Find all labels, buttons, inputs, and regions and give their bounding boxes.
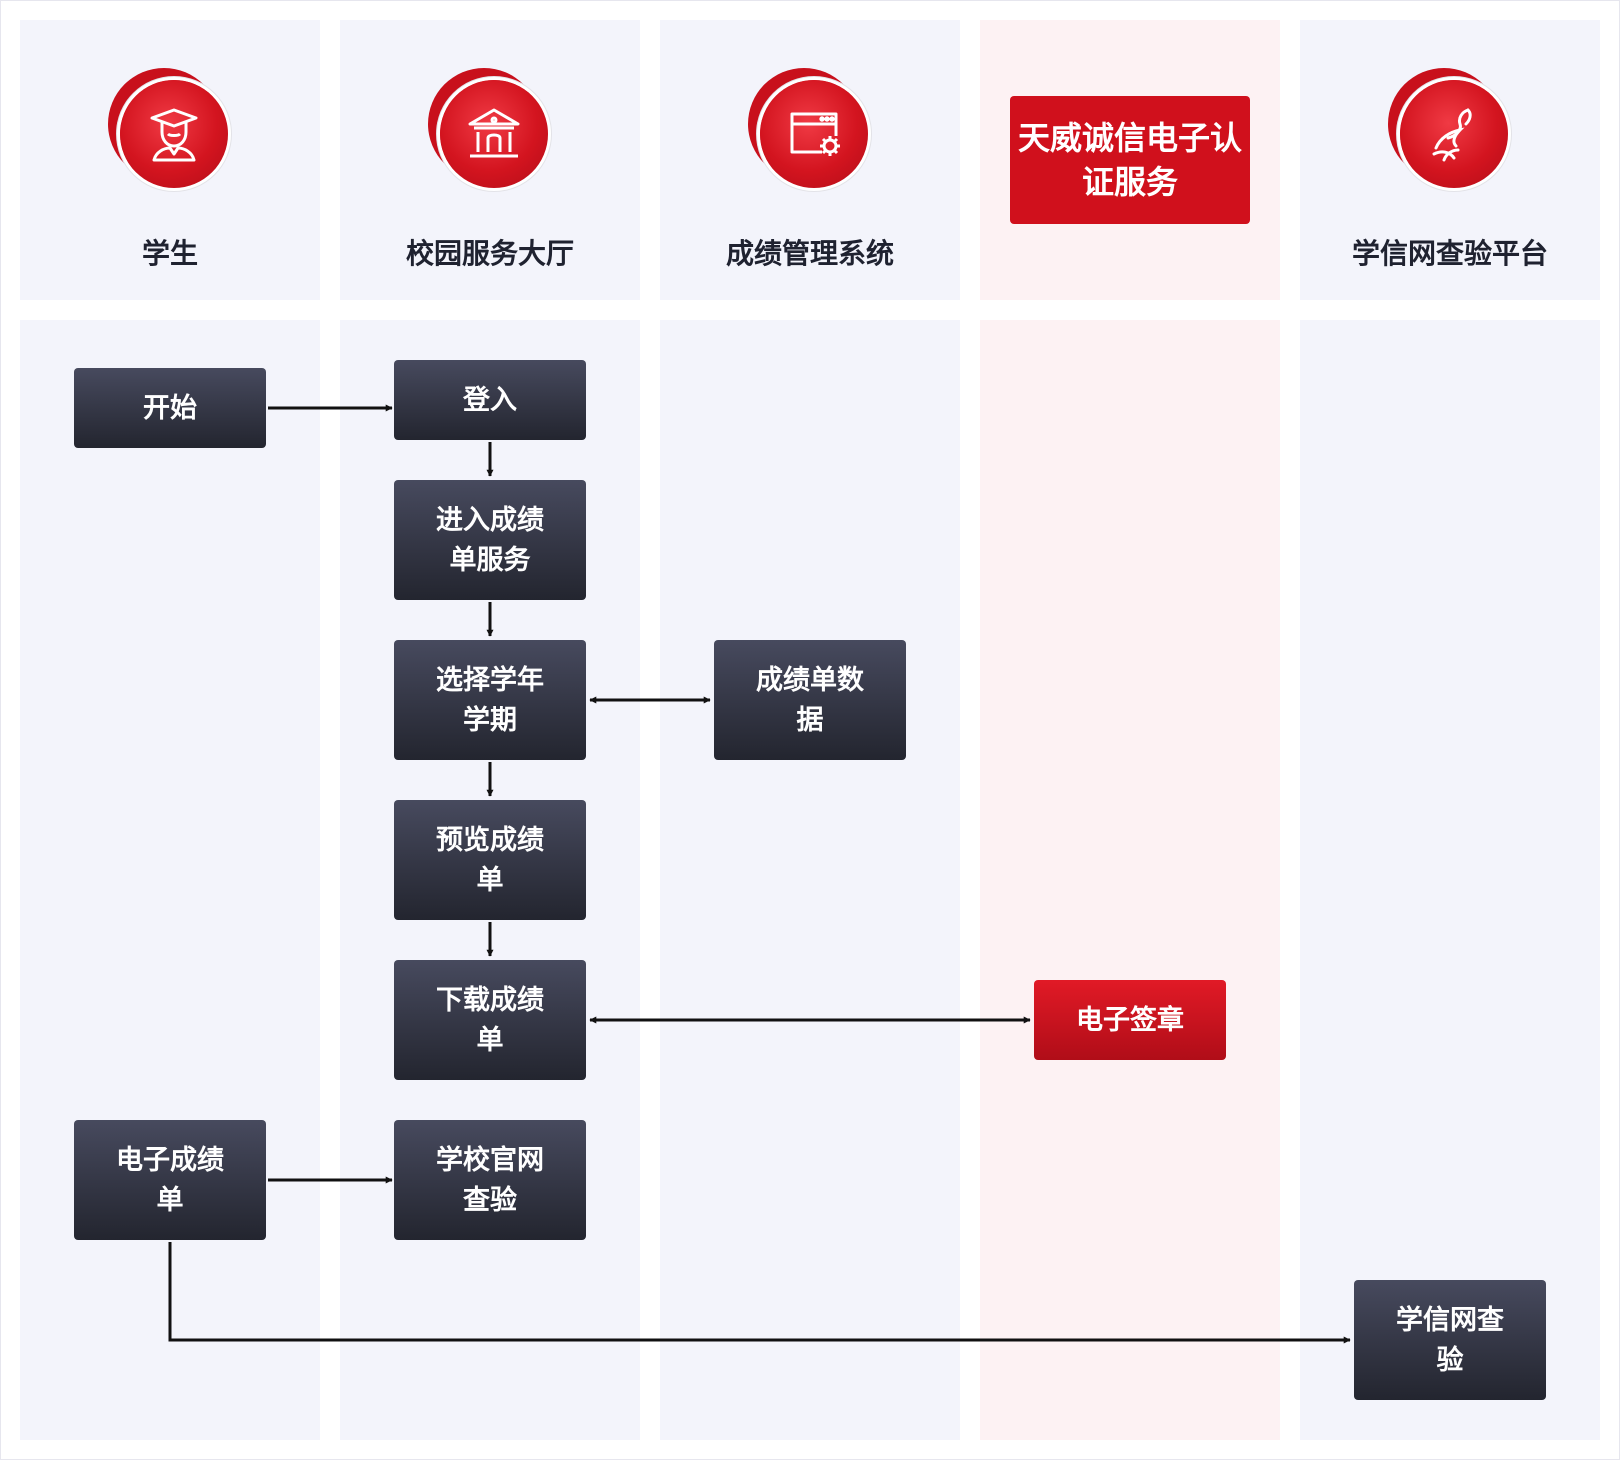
- lane-header-grade-system: 成绩管理系统: [660, 20, 960, 300]
- node-chsi-verify: 学信网查验: [1354, 1280, 1546, 1400]
- lane-body-grade-system: [660, 320, 960, 1440]
- node-preview: 预览成绩单: [394, 800, 586, 920]
- lane-icon-grade-system: [748, 68, 872, 192]
- lane-title-grade-system: 成绩管理系统: [725, 238, 894, 269]
- node-login: 登入: [394, 360, 586, 440]
- lane-icon-service-hall: [428, 68, 552, 192]
- lane-title-ca-service: 天威诚信电子认证服务: [1010, 96, 1250, 224]
- node-e-seal: 电子签章: [1034, 980, 1226, 1060]
- lane-title-student: 学生: [141, 238, 198, 269]
- lane-icon-student: [108, 68, 232, 192]
- lane-icon-chsi: [1388, 68, 1512, 192]
- node-school-verify: 学校官网查验: [394, 1120, 586, 1240]
- node-enter-service: 进入成绩单服务: [394, 480, 586, 600]
- node-start: 开始: [74, 368, 266, 448]
- lane-title-chsi: 学信网查验平台: [1351, 238, 1548, 269]
- node-grade-data: 成绩单数据: [714, 640, 906, 760]
- lane-body-student: [20, 320, 320, 1440]
- lane-header-student: 学生: [20, 20, 320, 300]
- lane-header-service-hall: 校园服务大厅: [340, 20, 640, 300]
- lane-title-service-hall: 校园服务大厅: [405, 238, 574, 269]
- phoenix-icon: [1432, 108, 1472, 162]
- node-download: 下载成绩单: [394, 960, 586, 1080]
- lane-header-chsi: 学信网查验平台: [1300, 20, 1600, 300]
- lane-body-chsi: [1300, 320, 1600, 1440]
- lane-body-ca-service: [980, 320, 1280, 1440]
- node-e-transcript: 电子成绩单: [74, 1120, 266, 1240]
- graduate-icon: [150, 108, 198, 162]
- lane-header-ca-service: 天威诚信电子认证服务: [980, 20, 1280, 300]
- building-icon: [468, 108, 520, 158]
- node-select-term: 选择学年学期: [394, 640, 586, 760]
- browser-gear-icon: [790, 112, 840, 156]
